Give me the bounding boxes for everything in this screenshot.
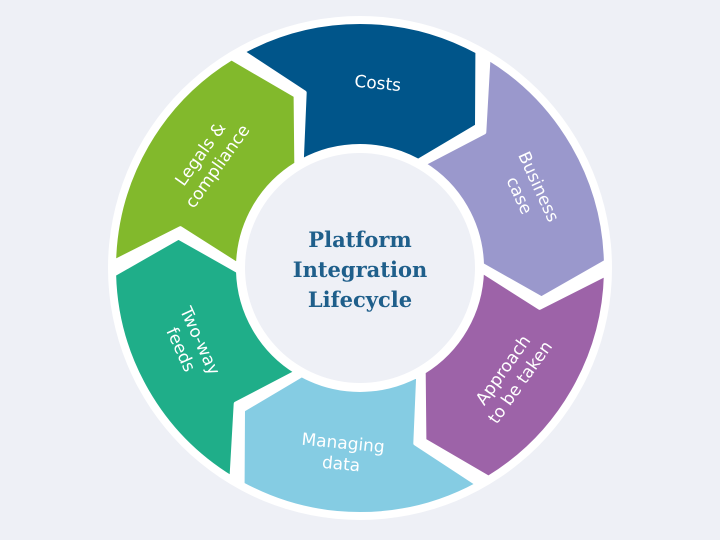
segment-two-way-feeds-label: Two-wayfeeds	[156, 303, 224, 387]
segment-managing-data-label-line: data	[321, 453, 361, 477]
center-title-line-3: Lifecycle	[308, 287, 412, 312]
segment-costs-label: Costs	[354, 72, 402, 96]
center-circle-fill	[245, 153, 475, 383]
segment-costs-label-line: Costs	[354, 72, 402, 96]
center-title-line-2: Integration	[293, 257, 427, 282]
center-title-line-1: Platform	[308, 227, 411, 252]
